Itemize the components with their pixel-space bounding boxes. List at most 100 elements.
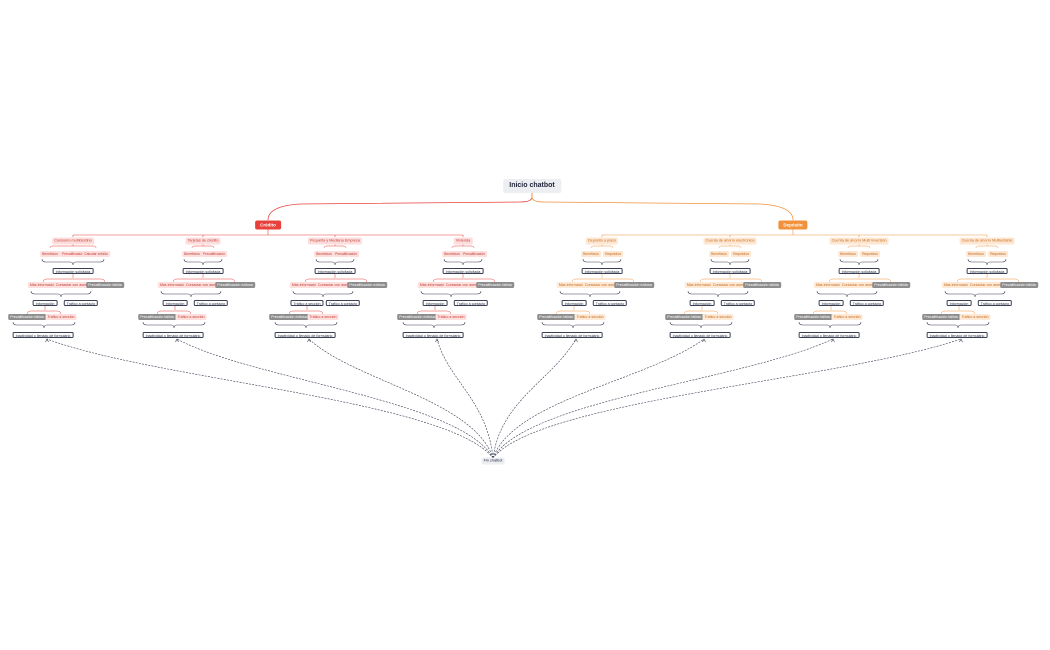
branch-orange[interactable]: Depósito bbox=[778, 220, 808, 230]
leaf-info-node[interactable]: Información bbox=[946, 300, 972, 306]
more-info-button[interactable]: Más información bbox=[27, 282, 59, 288]
sub-traffic-node[interactable]: Tráfico a sección bbox=[831, 314, 863, 320]
tag-orange[interactable]: Beneficios bbox=[709, 250, 729, 257]
more-info-button[interactable]: Más información bbox=[941, 282, 973, 288]
prequal-status-badge[interactable]: Precalificación fallida bbox=[476, 282, 514, 288]
tag-orange[interactable]: Requisitos bbox=[988, 250, 1008, 257]
final-node[interactable]: Inactividad o llenado de formulario bbox=[798, 332, 860, 338]
sub-traffic-node[interactable]: Tráfico a sección bbox=[702, 314, 734, 320]
sub-prequal-badge[interactable]: Precalificación fallida bbox=[665, 314, 703, 320]
sub-prequal-badge[interactable]: Precalificación fallida bbox=[794, 314, 832, 320]
final-node[interactable]: Inactividad o llenado de formulario bbox=[274, 332, 336, 338]
final-node[interactable]: Inactividad o llenado de formulario bbox=[142, 332, 204, 338]
prequal-status-badge[interactable]: Precalificación exitosa bbox=[614, 282, 654, 288]
tag-red[interactable]: Beneficios bbox=[314, 250, 334, 257]
leaf-traffic-node[interactable]: Tráfico a contacto bbox=[720, 300, 756, 306]
leaf-info-node[interactable]: Información bbox=[422, 300, 448, 306]
product-red-1[interactable]: Tarjetas de crédito bbox=[185, 237, 221, 244]
tag-red[interactable]: Beneficios bbox=[182, 250, 202, 257]
tag-orange[interactable]: Requisitos bbox=[603, 250, 623, 257]
contact-advisor-button[interactable]: Contactar con asesor bbox=[839, 282, 879, 288]
tag-red[interactable]: Beneficios bbox=[40, 250, 60, 257]
end-node[interactable]: Fin chatbot bbox=[481, 457, 505, 465]
sub-traffic-node[interactable]: Tráfico a sección bbox=[45, 314, 77, 320]
tag-red[interactable]: Precalificación bbox=[201, 250, 227, 257]
tag-red[interactable]: Precalificación bbox=[333, 250, 359, 257]
contact-advisor-button[interactable]: Contactar con asesor bbox=[183, 282, 223, 288]
prequal-status-badge[interactable]: Precalificación fallida bbox=[743, 282, 781, 288]
product-orange-3[interactable]: Cuenta de ahorro Multiestable bbox=[959, 237, 1015, 244]
final-node[interactable]: Inactividad o llenado de formulario bbox=[926, 332, 988, 338]
info-requested-node[interactable]: Información solicitada bbox=[52, 268, 94, 274]
product-orange-1[interactable]: Cuenta de ahorro electrónica bbox=[703, 237, 757, 244]
root-node[interactable]: Inicio chatbot bbox=[503, 179, 561, 193]
more-info-button[interactable]: Más información bbox=[157, 282, 189, 288]
sub-prequal-badge[interactable]: Precalificación exitosa bbox=[269, 314, 309, 320]
leaf-traffic-node[interactable]: Tráfico a contacto bbox=[453, 300, 489, 306]
sub-traffic-node[interactable]: Tráfico a sección bbox=[574, 314, 606, 320]
more-info-button[interactable]: Más información bbox=[556, 282, 588, 288]
tag-orange[interactable]: Beneficios bbox=[581, 250, 601, 257]
product-orange-0[interactable]: Depósito a plazo bbox=[585, 237, 619, 244]
info-requested-node[interactable]: Información solicitada bbox=[966, 268, 1008, 274]
contact-advisor-button[interactable]: Contactar con asesor bbox=[443, 282, 483, 288]
tag-orange[interactable]: Requisitos bbox=[860, 250, 880, 257]
sub-traffic-node[interactable]: Tráfico a sección bbox=[307, 314, 339, 320]
leaf-info-node[interactable]: Información bbox=[818, 300, 844, 306]
info-requested-node[interactable]: Información solicitada bbox=[581, 268, 623, 274]
leaf-traffic-node[interactable]: Tráfico a contacto bbox=[63, 300, 99, 306]
tag-red[interactable]: Calcular crédito bbox=[82, 250, 110, 257]
leaf-info-node[interactable]: Información bbox=[561, 300, 587, 306]
product-red-2[interactable]: Pequeña y Mediana Empresa bbox=[307, 237, 363, 244]
info-requested-node[interactable]: Información solicitada bbox=[182, 268, 224, 274]
sub-traffic-node[interactable]: Tráfico a sección bbox=[959, 314, 991, 320]
prequal-status-badge[interactable]: Precalificación exitosa bbox=[215, 282, 255, 288]
more-info-button[interactable]: Más información bbox=[417, 282, 449, 288]
contact-advisor-button[interactable]: Contactar con asesor bbox=[582, 282, 622, 288]
product-red-0[interactable]: Consumo multidestino bbox=[52, 237, 94, 244]
more-info-button[interactable]: Más información bbox=[684, 282, 716, 288]
final-node[interactable]: Inactividad o llenado de formulario bbox=[12, 332, 74, 338]
leaf-info-node[interactable]: Información bbox=[162, 300, 188, 306]
info-requested-node[interactable]: Información solicitada bbox=[314, 268, 356, 274]
tag-red[interactable]: Beneficios bbox=[442, 250, 462, 257]
tag-orange[interactable]: Requisitos bbox=[731, 250, 751, 257]
info-requested-node[interactable]: Información solicitada bbox=[442, 268, 484, 274]
sub-traffic-node[interactable]: Tráfico a sección bbox=[435, 314, 467, 320]
contact-advisor-button[interactable]: Contactar con asesor bbox=[315, 282, 355, 288]
leaf-traffic-node[interactable]: Tráfico a contacto bbox=[592, 300, 628, 306]
tag-orange[interactable]: Beneficios bbox=[838, 250, 858, 257]
sub-prequal-badge[interactable]: Precalificación fallida bbox=[8, 314, 46, 320]
prequal-status-badge[interactable]: Precalificación fallida bbox=[86, 282, 124, 288]
branch-red[interactable]: Crédito bbox=[255, 220, 281, 230]
prequal-status-badge[interactable]: Precalificación fallida bbox=[1000, 282, 1038, 288]
sub-traffic-node[interactable]: Tráfico a sección bbox=[175, 314, 207, 320]
product-orange-2[interactable]: Cuenta de ahorro Multi inversión bbox=[829, 237, 889, 244]
leaf-info-node[interactable]: Información bbox=[689, 300, 715, 306]
leaf-traffic-node[interactable]: Tráfico a contacto bbox=[325, 300, 361, 306]
sub-prequal-badge[interactable]: Precalificación exitosa bbox=[397, 314, 437, 320]
tag-red[interactable]: Precalificación bbox=[60, 250, 86, 257]
contact-advisor-button[interactable]: Contactar con asesor bbox=[710, 282, 750, 288]
prequal-status-badge[interactable]: Precalificación exitosa bbox=[347, 282, 387, 288]
final-node[interactable]: Inactividad o llenado de formulario bbox=[669, 332, 731, 338]
leaf-info-node[interactable]: Tráfico a sección bbox=[290, 300, 324, 306]
contact-advisor-button[interactable]: Contactar con asesor bbox=[967, 282, 1007, 288]
leaf-info-node[interactable]: Información bbox=[32, 300, 58, 306]
leaf-traffic-node[interactable]: Tráfico a contacto bbox=[193, 300, 229, 306]
sub-prequal-badge[interactable]: Precalificación fallida bbox=[537, 314, 575, 320]
sub-prequal-badge[interactable]: Precalificación fallida bbox=[138, 314, 176, 320]
more-info-button[interactable]: Más información bbox=[813, 282, 845, 288]
product-red-3[interactable]: Vivienda bbox=[453, 237, 473, 244]
tag-orange[interactable]: Beneficios bbox=[966, 250, 986, 257]
tag-red[interactable]: Precalificación bbox=[461, 250, 487, 257]
final-node[interactable]: Inactividad o llenado de formulario bbox=[402, 332, 464, 338]
prequal-status-badge[interactable]: Precalificación fallida bbox=[872, 282, 910, 288]
info-requested-node[interactable]: Información solicitada bbox=[709, 268, 751, 274]
leaf-traffic-node[interactable]: Tráfico a contacto bbox=[849, 300, 885, 306]
leaf-traffic-node[interactable]: Tráfico a contacto bbox=[977, 300, 1013, 306]
sub-prequal-badge[interactable]: Precalificación fallida bbox=[922, 314, 960, 320]
more-info-button[interactable]: Más información bbox=[289, 282, 321, 288]
info-requested-node[interactable]: Información solicitada bbox=[838, 268, 880, 274]
final-node[interactable]: Inactividad o llenado de formulario bbox=[541, 332, 603, 338]
